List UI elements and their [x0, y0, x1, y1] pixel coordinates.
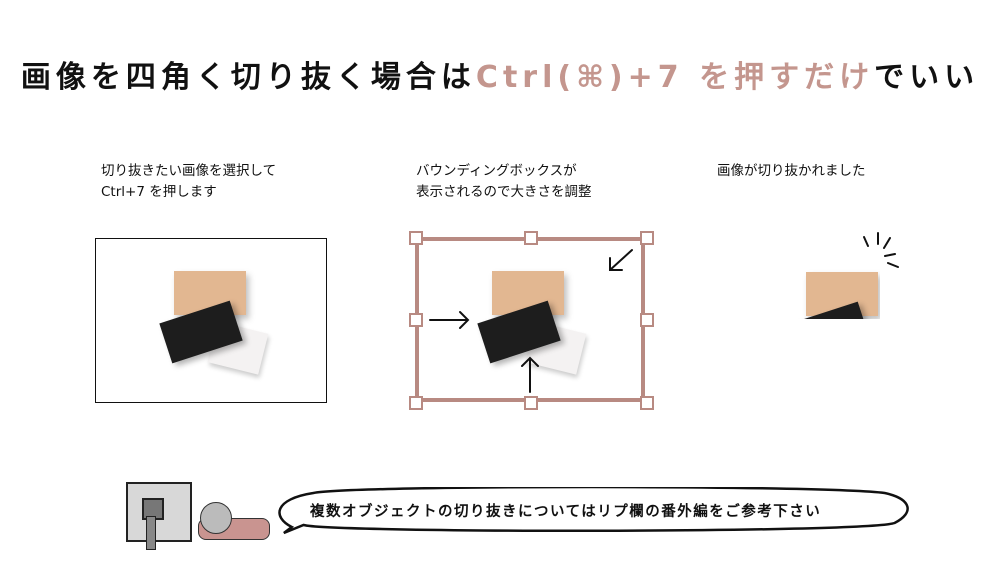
resize-handle-bottom-right[interactable]: [640, 396, 654, 410]
resize-handle-top[interactable]: [524, 231, 538, 245]
title-suffix: でいい: [874, 60, 980, 95]
title-shortcut: Ctrl(⌘)+7: [475, 60, 684, 95]
caption-line: Ctrl+7 を押します: [101, 184, 217, 200]
resize-handle-bottom[interactable]: [524, 396, 538, 410]
arrow-right-icon: [429, 311, 470, 329]
resize-handle-bottom-left[interactable]: [409, 396, 423, 410]
sparkle-lines-icon: [863, 232, 899, 268]
business-cards-image: [477, 265, 588, 375]
character-at-computer-illustration: [118, 480, 278, 550]
resize-handle-top-left[interactable]: [409, 231, 423, 245]
arrow-up-icon: [521, 356, 539, 393]
caption-line: 切り抜きたい画像を選択して: [101, 163, 277, 179]
caption-line: バウンディングボックスが: [416, 163, 577, 179]
step-1-image-frame: [95, 238, 327, 403]
step-3-caption: 画像が切り抜かれました: [717, 161, 866, 182]
caption-line: 表示されるので大きさを調整: [416, 184, 592, 200]
resize-handle-left[interactable]: [409, 313, 423, 327]
step-1-caption: 切り抜きたい画像を選択して Ctrl+7 を押します: [101, 161, 276, 203]
speech-bubble: [278, 487, 909, 535]
resize-handle-right[interactable]: [640, 313, 654, 327]
title-accent: を押すだけ: [699, 60, 875, 95]
page-title: 画像を四角く切り抜く場合はCtrl(⌘)+7 を押すだけでいい: [0, 52, 1000, 96]
business-cards-image: [159, 265, 270, 375]
speech-bubble-text: 複数オブジェクトの切り抜きについてはリプ欄の番外編をご参考下さい: [310, 504, 822, 520]
resize-handle-top-right[interactable]: [640, 231, 654, 245]
caption-line: 画像が切り抜かれました: [717, 163, 866, 179]
arrow-down-left-icon: [609, 249, 633, 271]
step-2-caption: バウンディングボックスが表示されるので大きさを調整: [416, 161, 592, 203]
cropped-image: [790, 268, 880, 319]
title-text: 画像を四角く切り抜く場合は: [20, 60, 476, 95]
